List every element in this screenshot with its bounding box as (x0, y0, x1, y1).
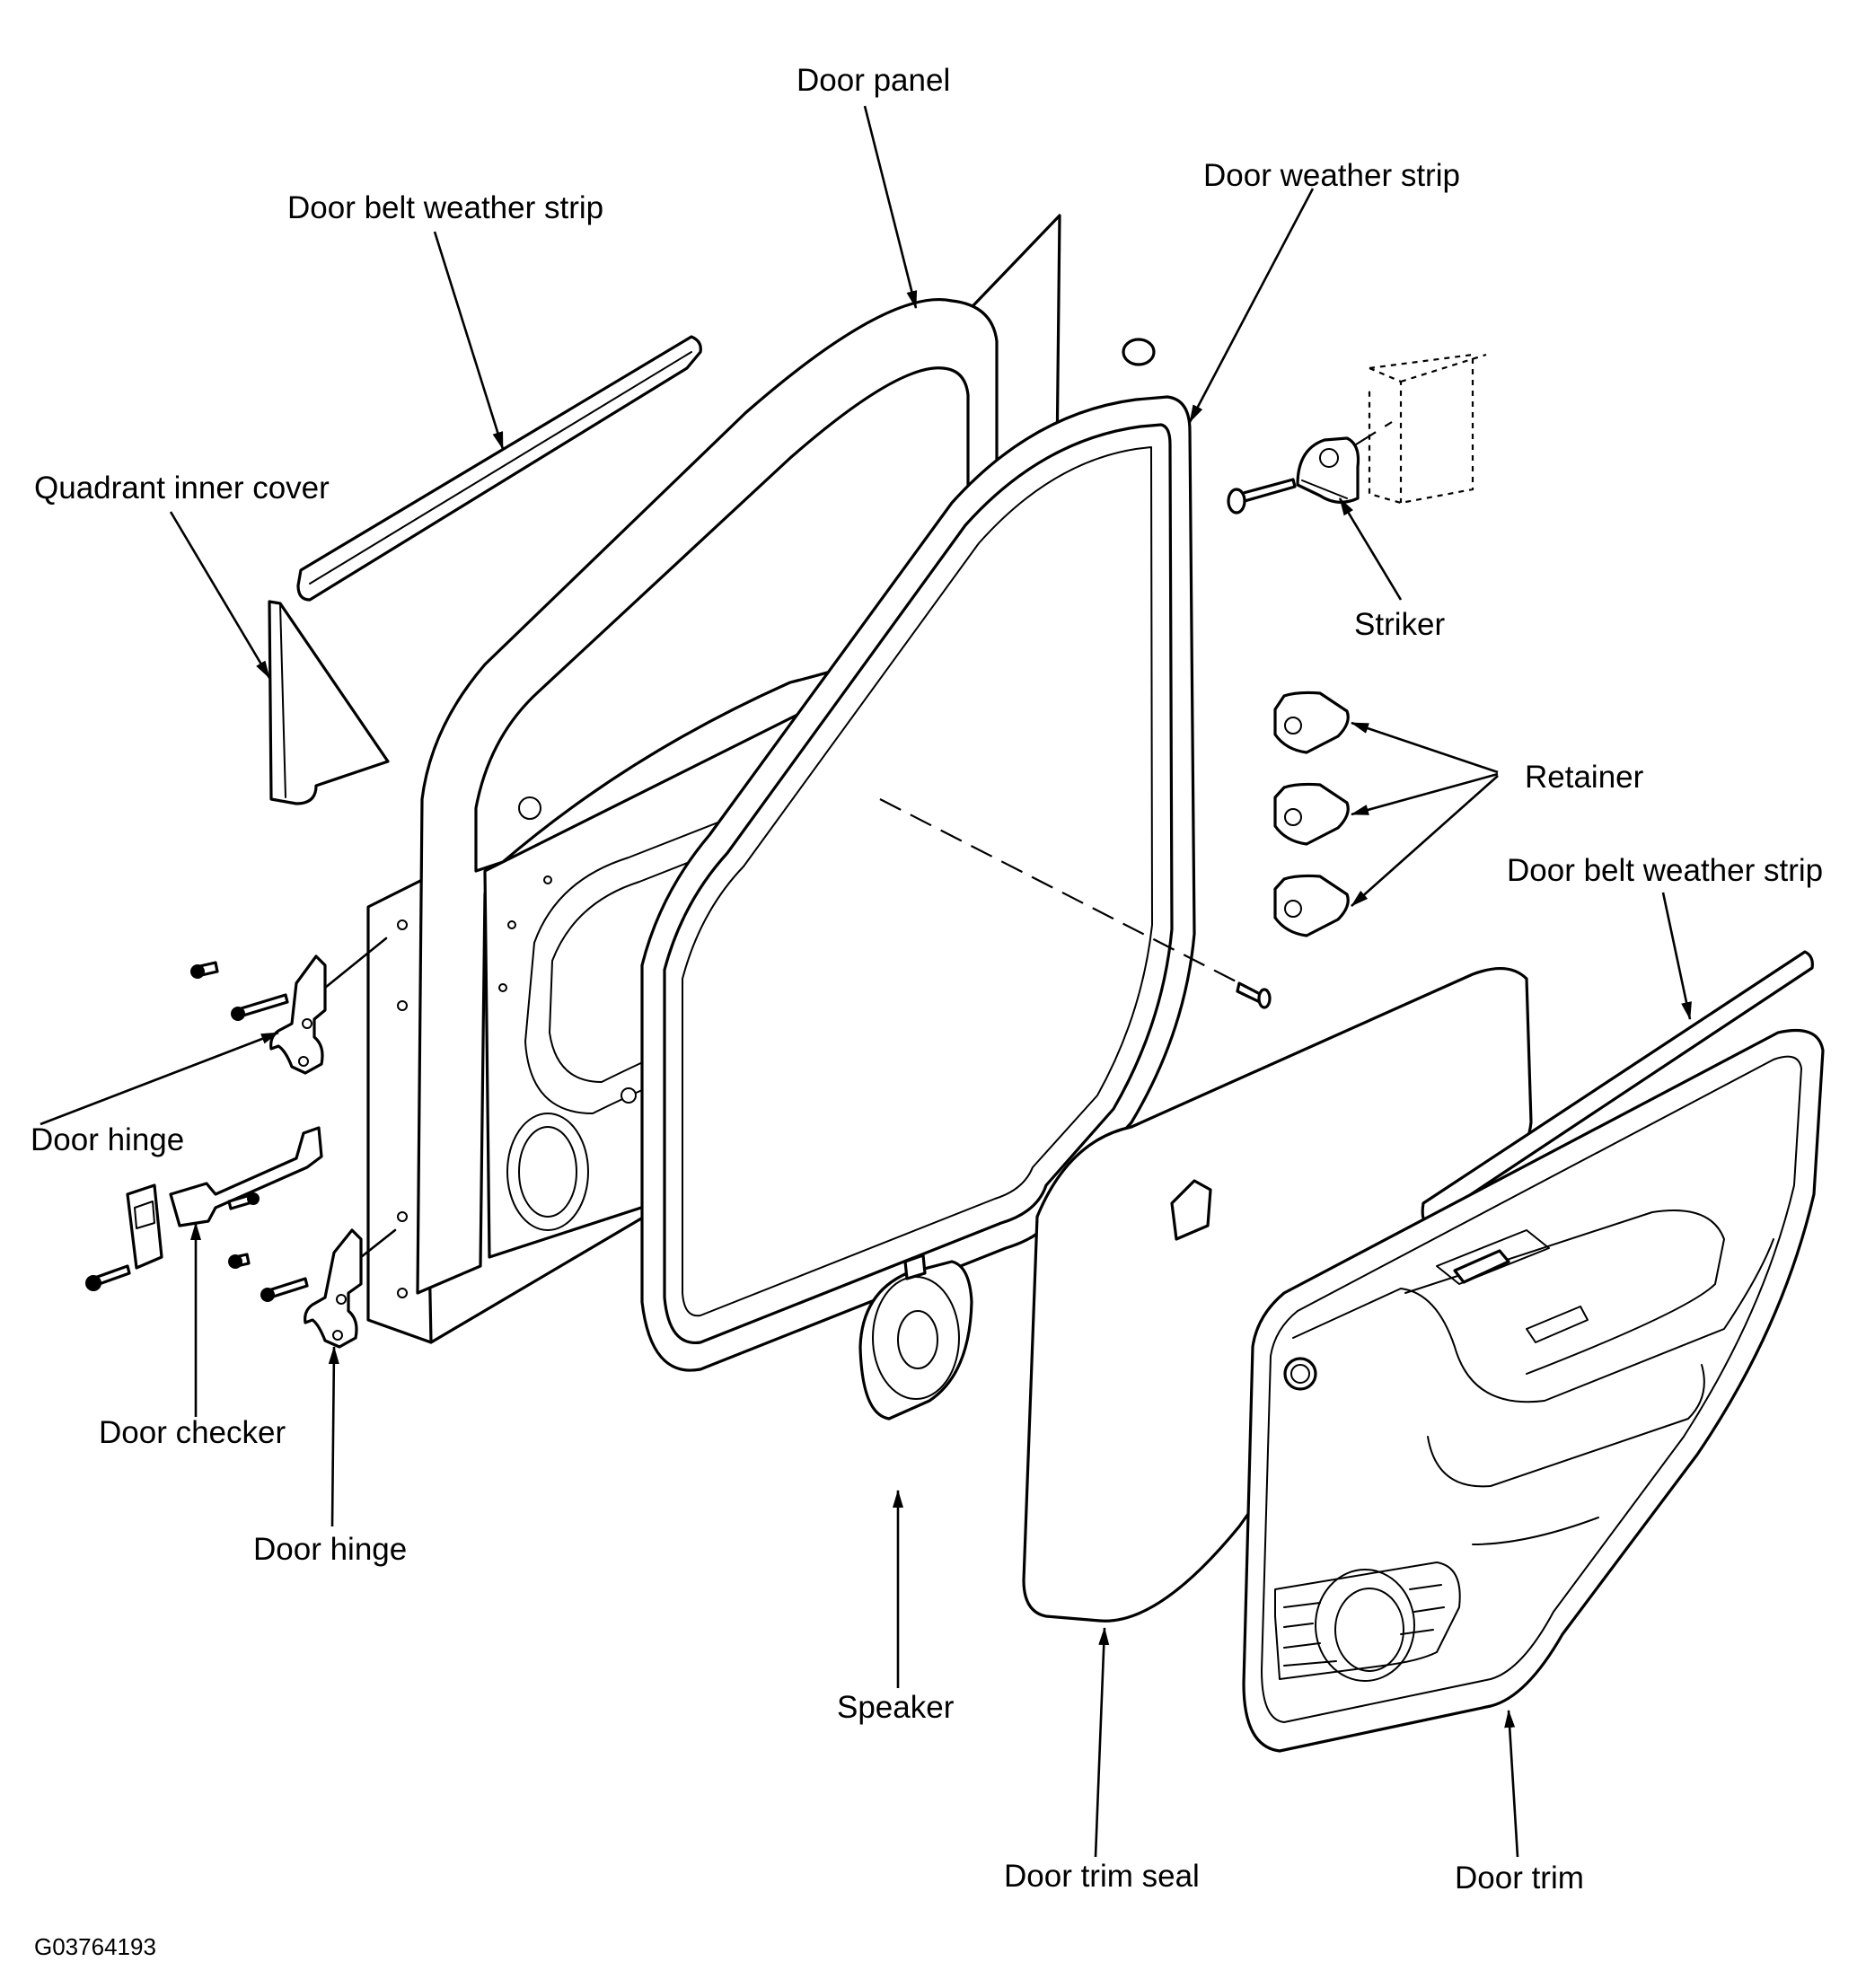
door-trim-part (1242, 1028, 1825, 1753)
figure-code: G03764193 (34, 1933, 156, 1960)
label-door-hinge-upper: Door hinge (31, 1122, 185, 1157)
label-door-weather-strip: Door weather strip (1203, 158, 1460, 193)
label-door-hinge-lower: Door hinge (253, 1532, 408, 1567)
label-retainer: Retainer (1525, 760, 1644, 795)
label-door-trim: Door trim (1455, 1860, 1584, 1896)
hinge-and-checker-parts (85, 937, 397, 1349)
label-striker: Striker (1354, 607, 1446, 642)
door-belt-weather-strip-top-part (296, 335, 702, 602)
quadrant-inner-cover-part (268, 600, 390, 805)
label-door-trim-seal: Door trim seal (1004, 1859, 1200, 1894)
label-quadrant-inner-cover: Quadrant inner cover (34, 471, 330, 506)
label-speaker: Speaker (837, 1690, 955, 1725)
label-door-checker: Door checker (99, 1415, 286, 1450)
door-weather-strip-part (640, 395, 1196, 1372)
label-door-belt-weather-strip-top: Door belt weather strip (287, 190, 604, 225)
speaker-part (858, 1253, 973, 1421)
label-door-panel: Door panel (797, 63, 951, 98)
alignment-lines (879, 798, 1272, 1009)
leader-lines (40, 105, 1692, 1858)
retainer-parts (1273, 691, 1350, 937)
label-door-belt-weather-strip-right: Door belt weather strip (1507, 853, 1824, 888)
door-belt-weather-strip-right-part (1421, 950, 1814, 1225)
striker-part (1227, 353, 1487, 515)
